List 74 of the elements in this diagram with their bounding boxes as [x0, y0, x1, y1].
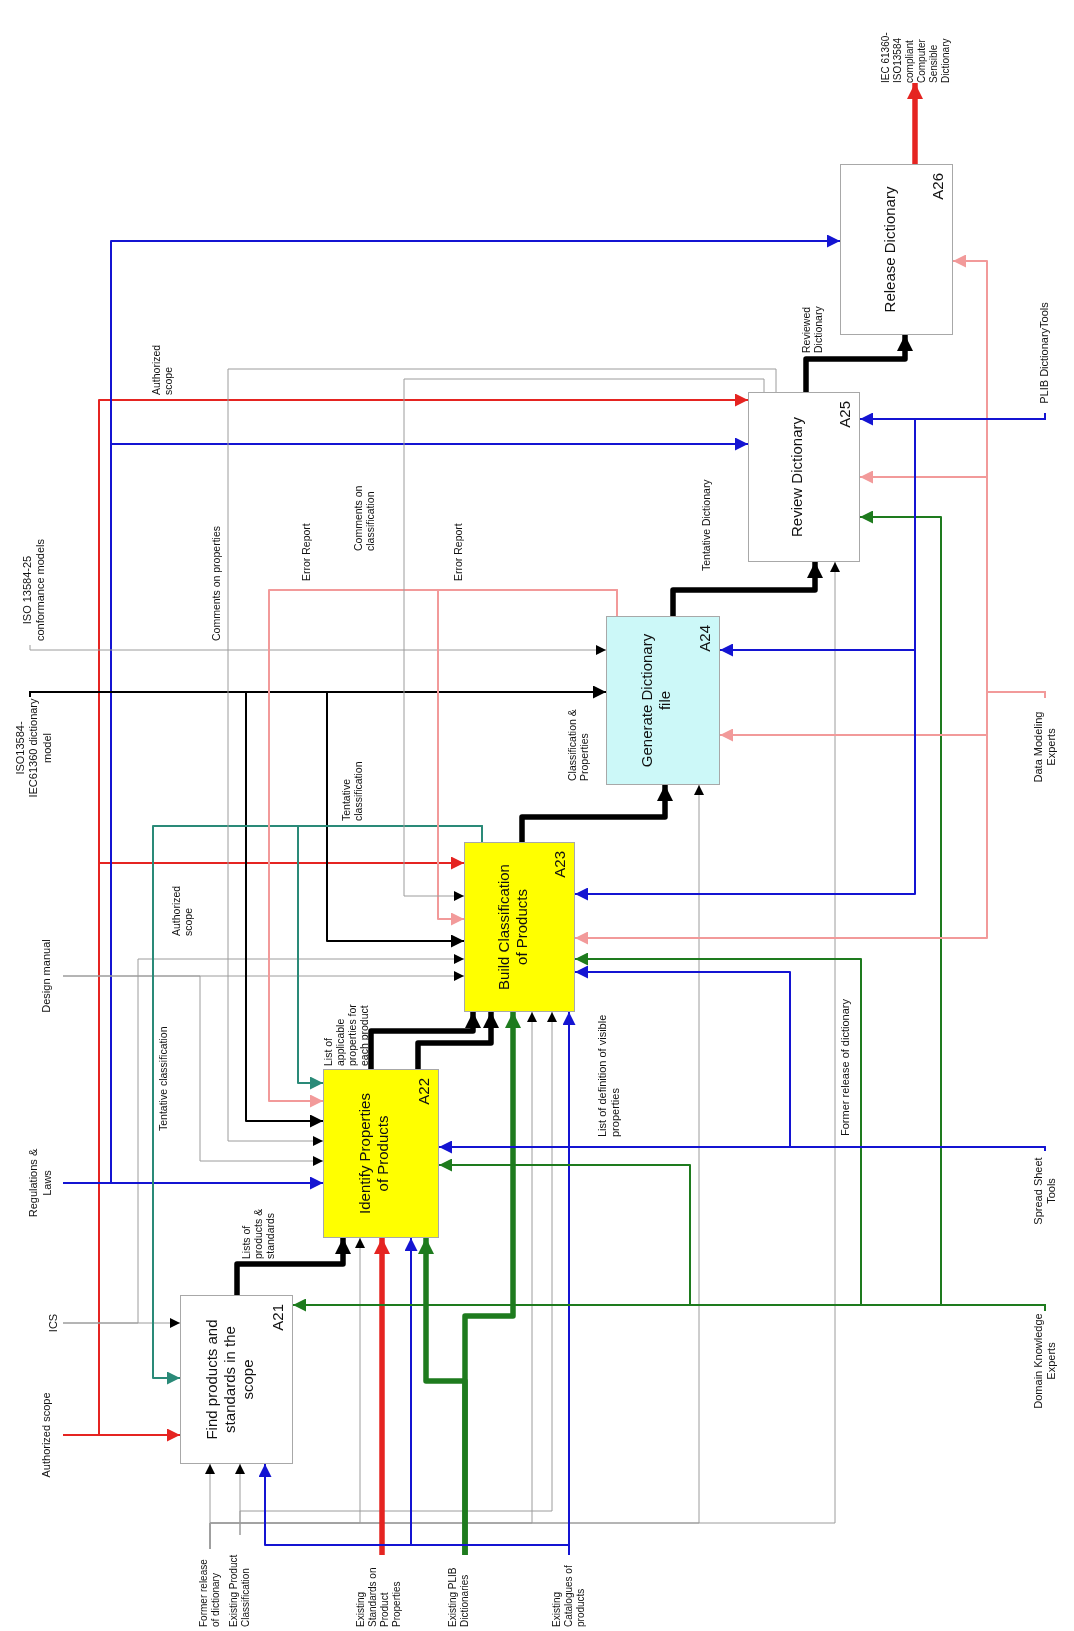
arrow: [234, 1238, 351, 1295]
edge-label: Authorized scope: [150, 343, 175, 395]
flow-label: ISO13584-IEC61360 dictionary model: [8, 697, 60, 799]
flow-label: Spread Sheet Tools: [1030, 1151, 1060, 1231]
arrow: [62, 954, 465, 1324]
arrow: [574, 412, 1046, 901]
process-title: Find products and standards in the scope: [202, 1318, 257, 1442]
arrow: [574, 965, 1046, 1152]
arrow: [368, 1012, 481, 1069]
process-box: [323, 1069, 439, 1238]
arrow: [859, 510, 1046, 1312]
flow-label: ISO 13584-25 conformance models: [8, 535, 60, 645]
process-box: [606, 616, 720, 785]
arrow: [670, 562, 823, 616]
arrow: [437, 589, 618, 926]
arrow: [415, 1012, 499, 1069]
flow-label: List of definition of visible properties: [596, 1013, 623, 1137]
arrow: [62, 393, 749, 1436]
process-box: [840, 164, 953, 335]
flow-label: PLIB DictionaryTools: [1030, 293, 1060, 413]
flow-label: Existing Product Classification: [228, 1535, 252, 1627]
flow-label: Existing PLIB Dictionaries: [445, 1555, 473, 1627]
arrow: [227, 368, 777, 1146]
arrow: [374, 1238, 390, 1555]
edge-label: Comments on properties: [210, 525, 223, 641]
arrow: [239, 1011, 557, 1536]
flow-label: Authorized scope: [30, 1390, 63, 1480]
flow-label: Domain Knowledge Experts: [1030, 1311, 1060, 1411]
edge-label: Error Report: [300, 522, 313, 581]
process-box: [748, 392, 860, 562]
arrow: [519, 785, 673, 842]
arrow: [29, 685, 607, 699]
process-title: Build Classification of Products: [494, 863, 531, 992]
flow-label: Existing Catalogues of products: [548, 1555, 590, 1627]
arrow: [803, 335, 913, 392]
process-box: [464, 842, 575, 1012]
process-box: [180, 1295, 293, 1464]
edge-label: Tentative classification: [340, 760, 365, 821]
node-number: A26: [929, 173, 946, 200]
flow-label: IEC 61360-ISO13584 compliant Computer Sensible Dictionary: [870, 1, 962, 83]
arrow: [62, 234, 841, 1184]
arrow: [403, 378, 765, 901]
flow-label: ICS: [45, 1305, 63, 1341]
node-number: A24: [696, 625, 713, 652]
arrow: [562, 1011, 576, 1556]
edge-label: Tentative classification: [157, 1025, 170, 1131]
arrow: [29, 644, 607, 655]
flow-label: Former release of dictionary: [839, 998, 852, 1136]
process-title: Review Dictionary: [788, 416, 807, 540]
edge-label: Reviewed Dictionary: [800, 305, 825, 353]
node-number: A21: [269, 1304, 286, 1331]
arrow: [462, 1012, 521, 1555]
flow-label: Data Modeling Experts: [1030, 698, 1060, 796]
edge-label: Tentative Dictionary: [700, 478, 713, 571]
arrow: [62, 975, 324, 1166]
arrow: [907, 83, 923, 164]
edge-label: List of applicable properties for each product: [322, 1003, 371, 1066]
process-title: Identify Properties of Products: [356, 1092, 393, 1216]
process-title: Generate Dictionary file: [638, 632, 675, 769]
node-number: A25: [836, 401, 853, 428]
edge-label: Lists of products & standards: [240, 1207, 277, 1259]
flow-label: Existing Standards on Product Properties: [348, 1555, 410, 1627]
flow-label: Design manual: [30, 931, 63, 1021]
flow-label: Regulations & Laws: [18, 1135, 63, 1231]
arrow: [952, 254, 1046, 699]
flow-label: Former release of dictionary: [198, 1549, 222, 1627]
edge-label: Authorized scope: [170, 884, 195, 936]
process-title: Release Dictionary: [880, 185, 899, 315]
arrow: [297, 825, 483, 1090]
edge-label: Error Report: [452, 522, 465, 581]
node-number: A23: [551, 851, 568, 878]
node-number: A22: [415, 1078, 432, 1105]
edge-label: Comments on classification: [352, 484, 377, 551]
edge-label: Classification & Properties: [566, 708, 591, 781]
